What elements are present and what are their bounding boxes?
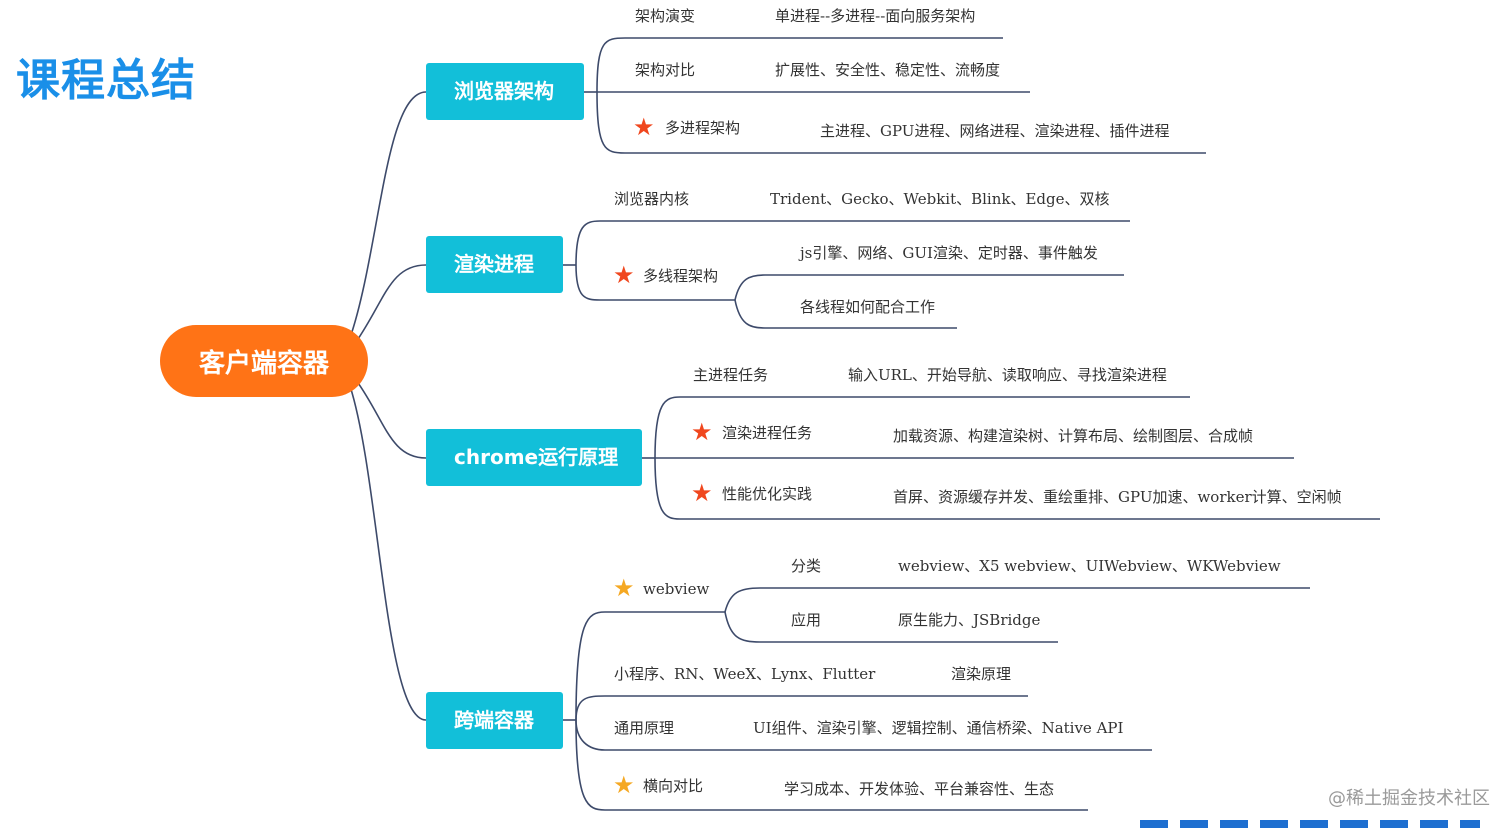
star-icon: ★: [613, 261, 635, 289]
root-node: 客户端容器: [160, 325, 368, 397]
node-multi-thread-detail-1: js引擎、网络、GUI渲染、定时器、事件触发: [800, 244, 1098, 262]
star-icon: ★: [633, 113, 655, 141]
node-principle-detail: UI组件、渲染引擎、逻辑控制、通信桥梁、Native API: [753, 719, 1124, 737]
node-frameworks: 小程序、RN、WeeX、Lynx、Flutter: [614, 665, 876, 683]
bottom-logo-strip: [1140, 820, 1480, 828]
node-webview-category: 分类: [791, 557, 822, 575]
node-webview-category-detail: webview、X5 webview、UIWebview、WKWebview: [898, 557, 1281, 575]
node-render-task-detail: 加载资源、构建渲染树、计算布局、绘制图层、合成帧: [893, 427, 1254, 445]
credit-watermark: @稀土掘金技术社区: [1328, 788, 1490, 809]
node-main-task: 主进程任务: [693, 366, 769, 384]
node-render-task: 渲染进程任务: [722, 424, 813, 442]
node-frameworks-detail: 渲染原理: [951, 665, 1012, 683]
branch-browser-arch: 浏览器架构: [426, 63, 584, 120]
node-arch-evolution: 架构演变: [635, 7, 696, 25]
page-title: 课程总结: [16, 55, 196, 106]
node-multi-process: 多进程架构: [665, 119, 741, 137]
node-arch-compare: 架构对比: [635, 61, 696, 79]
node-arch-compare-detail: 扩展性、安全性、稳定性、流畅度: [775, 61, 1001, 79]
star-icon: ★: [613, 771, 635, 799]
node-webview: webview: [643, 580, 710, 598]
node-multi-process-detail: 主进程、GPU进程、网络进程、渲染进程、插件进程: [820, 122, 1170, 140]
node-webview-usage: 应用: [791, 611, 822, 629]
star-icon: ★: [691, 418, 713, 446]
node-perf: 性能优化实践: [722, 485, 813, 503]
star-icon: ★: [691, 479, 713, 507]
branch-render-process: 渲染进程: [426, 236, 563, 293]
node-webview-usage-detail: 原生能力、JSBridge: [898, 611, 1041, 629]
node-multi-thread: 多线程架构: [643, 267, 719, 285]
branch-cross-platform: 跨端容器: [426, 692, 563, 749]
branch-chrome: chrome运行原理: [426, 429, 642, 486]
star-icon: ★: [613, 574, 635, 602]
node-multi-thread-detail-2: 各线程如何配合工作: [800, 298, 936, 316]
node-principle: 通用原理: [614, 719, 675, 737]
node-cross-compare: 横向对比: [643, 777, 704, 795]
node-cross-compare-detail: 学习成本、开发体验、平台兼容性、生态: [784, 780, 1055, 798]
node-arch-evolution-detail: 单进程--多进程--面向服务架构: [775, 7, 976, 25]
node-main-task-detail: 输入URL、开始导航、读取响应、寻找渲染进程: [848, 366, 1167, 384]
node-perf-detail: 首屏、资源缓存并发、重绘重排、GPU加速、worker计算、空闲帧: [893, 488, 1342, 506]
node-browser-kernel: 浏览器内核: [614, 190, 690, 208]
node-browser-kernel-detail: Trident、Gecko、Webkit、Blink、Edge、双核: [770, 190, 1110, 208]
